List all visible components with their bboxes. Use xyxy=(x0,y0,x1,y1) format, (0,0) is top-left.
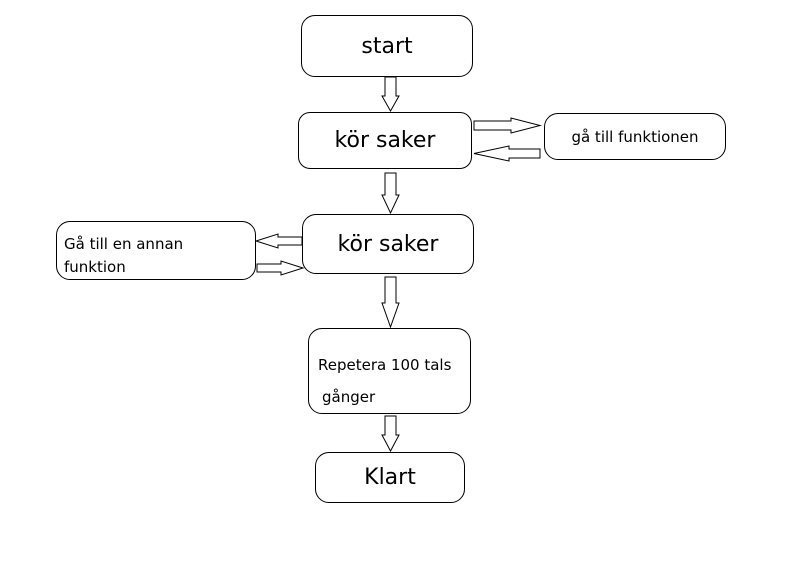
node-side2-line1: Gå till en annan xyxy=(64,235,184,253)
node-repeat: Repetera 100 tals gånger xyxy=(308,328,471,414)
node-step1-label: kör saker xyxy=(334,128,436,153)
node-end-label: Klart xyxy=(364,465,416,490)
arrow-down-repeat-to-end xyxy=(381,415,400,453)
node-side2-line2: funktion xyxy=(64,258,126,276)
node-step1: kör saker xyxy=(298,112,472,169)
node-start: start xyxy=(301,15,473,77)
node-side1-label: gå till funktionen xyxy=(571,127,699,146)
node-step2-label: kör saker xyxy=(337,231,439,257)
node-repeat-line2: gånger xyxy=(322,388,376,406)
node-end: Klart xyxy=(315,452,465,503)
arrow-down-step2-to-repeat xyxy=(381,276,400,329)
arrow-down-start-to-step1 xyxy=(381,76,400,113)
arrow-left-side1-to-step1 xyxy=(473,145,541,162)
arrow-left-step2-to-side2 xyxy=(254,233,303,249)
node-side1: gå till funktionen xyxy=(544,113,726,160)
arrow-down-step1-to-step2 xyxy=(381,172,400,215)
node-step2: kör saker xyxy=(302,214,474,274)
arrow-right-side2-to-step2 xyxy=(256,260,305,276)
node-start-label: start xyxy=(361,33,413,59)
node-repeat-line1: Repetera 100 tals xyxy=(318,356,452,374)
node-side2: Gå till en annan funktion xyxy=(56,221,256,280)
arrow-right-step1-to-side1 xyxy=(473,117,542,134)
